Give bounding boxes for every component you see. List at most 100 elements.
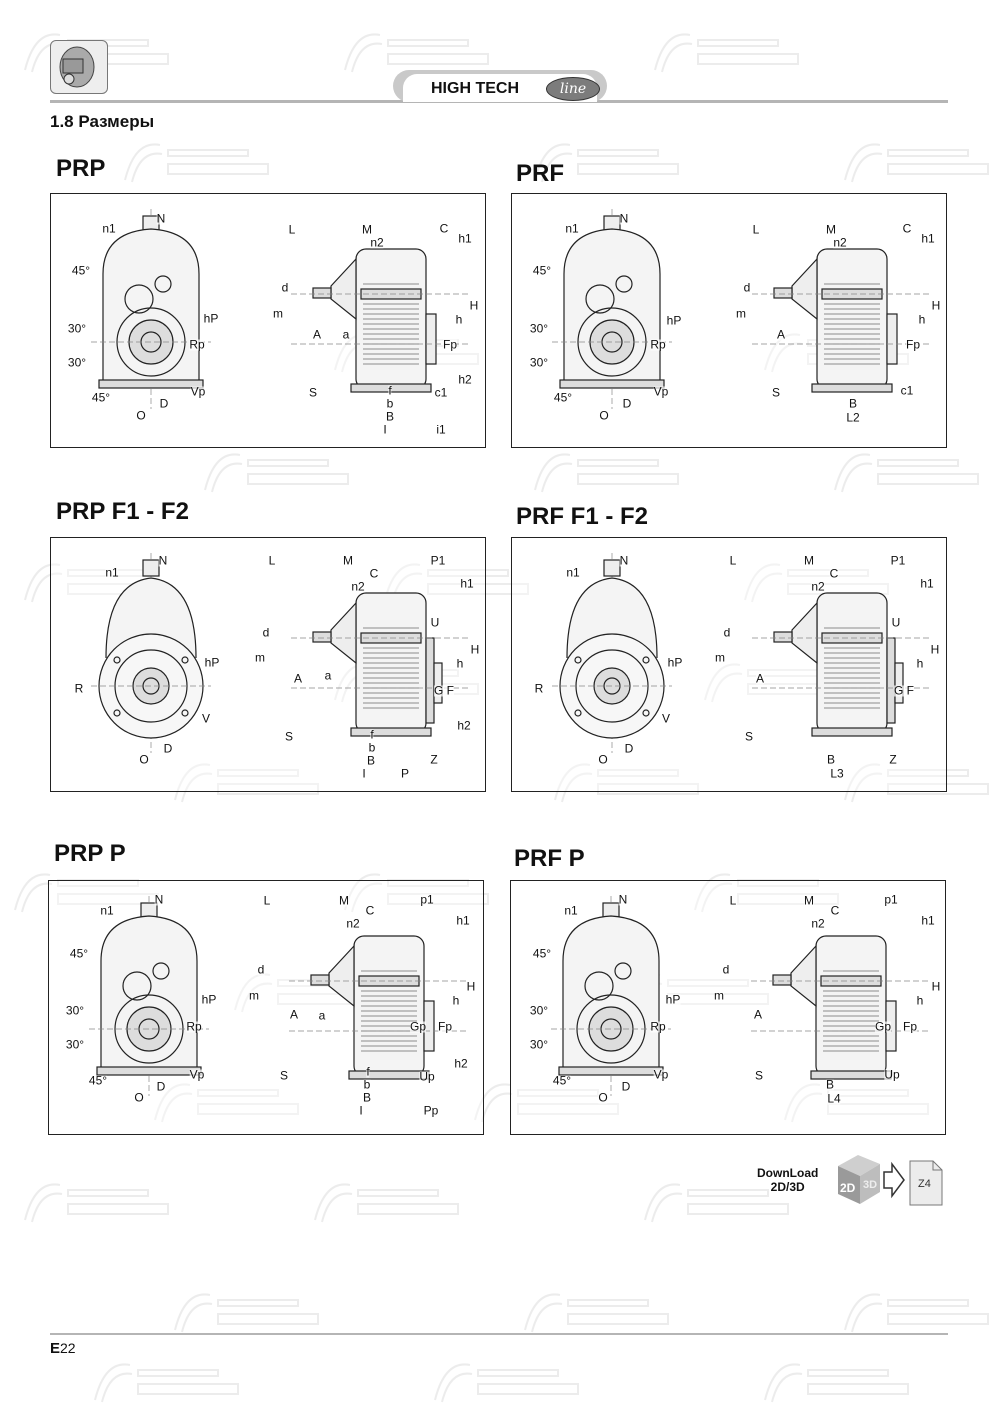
dimension-label: O bbox=[598, 752, 608, 767]
dimension-label: a bbox=[324, 668, 332, 683]
dimension-label: D bbox=[159, 396, 169, 411]
dimension-label: h2 bbox=[457, 718, 471, 733]
drawing-title: PRF F1 - F2 bbox=[516, 503, 649, 530]
dimension-label: Rp bbox=[650, 337, 666, 352]
dimension-label: Vp bbox=[653, 384, 669, 399]
dimension-label: A bbox=[312, 327, 322, 342]
dimension-label: 45° bbox=[553, 390, 573, 405]
dimension-label: 45° bbox=[88, 1073, 108, 1088]
dimension-label: hP bbox=[666, 313, 682, 328]
dimension-label: h bbox=[918, 312, 926, 327]
dimension-label: c1 bbox=[434, 385, 448, 400]
dimension-label: V bbox=[661, 711, 671, 726]
watermark-mark bbox=[764, 1363, 909, 1403]
dimension-label: D bbox=[163, 741, 173, 756]
watermark-mark bbox=[204, 453, 349, 493]
dimension-label: 30° bbox=[67, 355, 87, 370]
dimension-label: h bbox=[455, 312, 463, 327]
watermark-mark bbox=[344, 33, 489, 73]
dimension-label: B bbox=[848, 396, 858, 411]
dimension-label: B bbox=[826, 752, 836, 767]
dimension-label: C bbox=[369, 566, 379, 581]
dimension-label: a bbox=[318, 1008, 326, 1023]
dimension-label: H bbox=[466, 979, 476, 994]
dimension-label: 45° bbox=[69, 946, 89, 961]
watermark-mark bbox=[844, 1293, 989, 1333]
dimension-label: M bbox=[339, 893, 349, 908]
dimension-label: f bbox=[370, 727, 374, 742]
dimension-label: C bbox=[830, 903, 840, 918]
dimension-label: B bbox=[385, 409, 395, 424]
dimension-label: h bbox=[452, 993, 460, 1008]
dimension-label: n1 bbox=[564, 903, 578, 918]
dimension-label: h1 bbox=[921, 231, 935, 246]
dimension-label: h1 bbox=[920, 576, 934, 591]
dimension-label: Gp bbox=[874, 1019, 892, 1034]
dimension-label: d bbox=[743, 280, 751, 295]
dimension-label: n1 bbox=[105, 565, 119, 580]
dimension-label: h1 bbox=[456, 913, 470, 928]
dimension-label: Fp bbox=[437, 1019, 453, 1034]
dimension-label: n2 bbox=[833, 235, 847, 250]
download-label[interactable]: DownLoad 2D/3D bbox=[757, 1166, 818, 1194]
dimension-label: L bbox=[729, 893, 737, 908]
dimension-label: h bbox=[456, 656, 464, 671]
dimension-label: Rp bbox=[186, 1019, 202, 1034]
drawing-title: PRP P bbox=[54, 840, 126, 867]
dimension-label: C bbox=[902, 221, 912, 236]
file-icon[interactable]: Z4 bbox=[909, 1160, 943, 1206]
dimension-label: I bbox=[383, 422, 387, 437]
dimension-label: H bbox=[931, 979, 941, 994]
dimension-label: I bbox=[362, 766, 366, 781]
cube-2d-text: 2D bbox=[840, 1181, 856, 1195]
dimension-label: N bbox=[619, 553, 629, 568]
dimension-label: C bbox=[829, 566, 839, 581]
side-view-drawing bbox=[752, 248, 932, 393]
dimension-label: L4 bbox=[827, 1091, 841, 1106]
dimension-label: 30° bbox=[529, 1003, 549, 1018]
dimension-label: N bbox=[619, 211, 629, 226]
dimension-label: S bbox=[279, 1068, 289, 1083]
dimension-label: d bbox=[257, 962, 265, 977]
dimension-label: D bbox=[621, 1079, 631, 1094]
dimension-label: S bbox=[744, 729, 754, 744]
watermark-mark bbox=[534, 453, 679, 493]
dimension-label: 30° bbox=[67, 321, 87, 336]
dimension-label: O bbox=[598, 1090, 608, 1105]
dimension-label: Up bbox=[419, 1069, 435, 1084]
watermark-mark bbox=[834, 453, 979, 493]
dimension-label: m bbox=[273, 306, 283, 321]
dimension-label: A bbox=[293, 671, 303, 686]
dimension-label: Rp bbox=[189, 337, 205, 352]
drawing-title: PRP F1 - F2 bbox=[56, 498, 189, 525]
side-view-drawing bbox=[752, 592, 932, 737]
dimension-label: n1 bbox=[566, 565, 580, 580]
dimension-label: hP bbox=[203, 311, 219, 326]
drawing-title: PRP bbox=[56, 155, 106, 182]
dimension-label: 45° bbox=[552, 1073, 572, 1088]
side-view-drawing bbox=[291, 248, 471, 393]
dimension-label: n2 bbox=[351, 579, 365, 594]
dimension-label: U bbox=[430, 615, 440, 630]
dimension-label: Pp bbox=[423, 1103, 439, 1118]
dimension-label: h1 bbox=[460, 576, 474, 591]
dimension-label: L bbox=[263, 893, 271, 908]
dimension-label: n2 bbox=[370, 235, 384, 250]
download-2d-3d-icon[interactable]: 2D 3D bbox=[836, 1152, 906, 1208]
dimension-label: 30° bbox=[529, 321, 549, 336]
dimension-label: 30° bbox=[65, 1037, 85, 1052]
watermark-mark bbox=[844, 143, 989, 183]
file-name: Z4 bbox=[918, 1178, 931, 1190]
dimension-label: A bbox=[289, 1007, 299, 1022]
dimension-label: H bbox=[930, 642, 940, 657]
dimension-label: b bbox=[368, 740, 376, 755]
dimension-label: i1 bbox=[436, 422, 446, 437]
dimension-label: 45° bbox=[532, 946, 552, 961]
dimension-label: I bbox=[359, 1103, 363, 1118]
watermark-mark bbox=[654, 33, 799, 73]
drawing-title: PRF P bbox=[514, 845, 585, 872]
brand-text: HIGH TECH bbox=[431, 80, 519, 97]
